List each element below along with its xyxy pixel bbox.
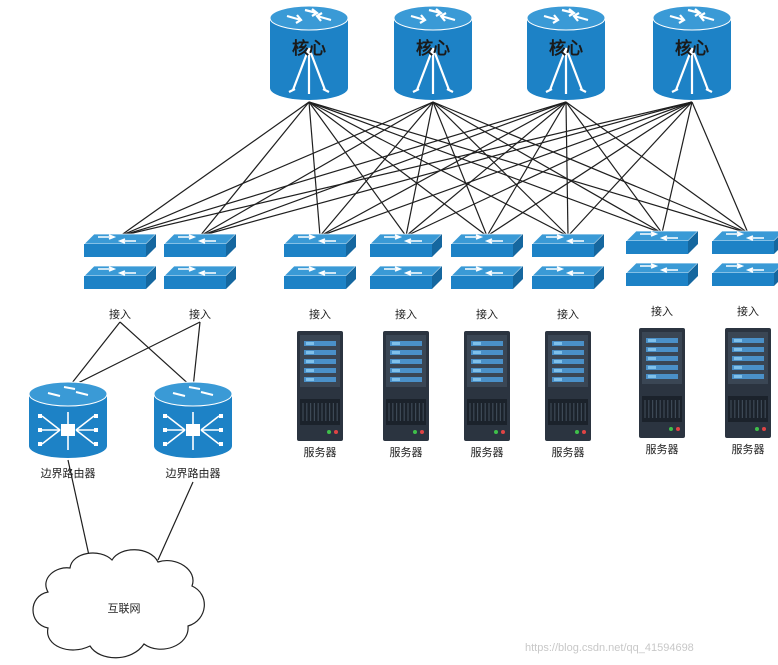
core-router: 核心 <box>652 5 732 100</box>
access-switch <box>369 233 443 289</box>
server-label: 服务器 <box>471 446 504 459</box>
server <box>464 331 510 441</box>
border-router <box>28 381 108 458</box>
core-access-link <box>432 101 488 237</box>
internet-cloud <box>32 549 205 659</box>
server <box>725 328 771 438</box>
access-label: 接入 <box>189 308 211 321</box>
core-access-link <box>567 101 693 237</box>
access-switch <box>625 230 699 286</box>
server-label: 服务器 <box>304 446 337 459</box>
core-access-link <box>308 101 407 237</box>
access-border-link <box>67 321 201 389</box>
core-access-link <box>308 101 569 237</box>
core-access-link <box>308 101 321 237</box>
core-access-link <box>486 101 567 237</box>
core-access-link <box>119 101 567 237</box>
router-arrows-icon <box>543 8 589 94</box>
router-arrows-icon <box>172 386 214 397</box>
core-access-link <box>308 101 749 234</box>
router-arrows-icon <box>286 8 332 94</box>
core-access-link <box>565 101 569 237</box>
server-label: 服务器 <box>552 446 585 459</box>
server <box>383 331 429 441</box>
core-access-link <box>199 101 693 237</box>
core-access-link <box>319 101 693 237</box>
core-access-link <box>199 101 310 237</box>
core-access-link <box>565 101 663 234</box>
access-label: 接入 <box>309 308 331 321</box>
internet-label: 互联网 <box>108 602 141 615</box>
server <box>639 328 685 438</box>
core-label: 核心 <box>675 38 709 59</box>
core-access-link <box>199 101 567 237</box>
server <box>545 331 591 441</box>
core-label: 核心 <box>416 38 450 59</box>
access-label: 接入 <box>737 305 759 318</box>
core-access-link <box>119 101 434 237</box>
core-router: 核心 <box>526 5 606 100</box>
access-switch <box>283 233 357 289</box>
core-access-link <box>308 101 488 237</box>
access-switch <box>711 230 778 286</box>
core-access-link <box>119 101 310 237</box>
access-border-link <box>67 321 121 389</box>
core-access-link <box>405 101 434 237</box>
access-switch <box>83 233 157 289</box>
access-label: 接入 <box>109 308 131 321</box>
access-label: 接入 <box>476 308 498 321</box>
core-access-link <box>405 101 693 237</box>
border-internet-link <box>67 459 91 561</box>
core-access-link <box>432 101 663 234</box>
core-access-link <box>661 101 693 234</box>
router-arrows-icon <box>669 8 715 94</box>
core-label: 核心 <box>292 38 326 59</box>
core-access-link <box>319 101 434 237</box>
core-access-link <box>432 101 749 234</box>
access-switch <box>531 233 605 289</box>
core-access-link <box>565 101 749 234</box>
core-router: 核心 <box>393 5 473 100</box>
core-access-link <box>486 101 693 237</box>
core-access-link <box>319 101 567 237</box>
core-access-link <box>691 101 749 234</box>
server-label: 服务器 <box>390 446 423 459</box>
core-access-link <box>119 101 693 237</box>
server-label: 服务器 <box>646 443 679 456</box>
access-border-link <box>192 321 201 389</box>
core-access-link <box>308 101 663 234</box>
border-router <box>153 381 233 458</box>
links-layer <box>67 101 749 561</box>
nodes-layer: 核心 核心 核心 核心 <box>28 5 778 659</box>
border-router-label: 边界路由器 <box>41 466 96 480</box>
core-router: 核心 <box>269 5 349 100</box>
access-border-link <box>119 321 194 389</box>
border-router-label: 边界路由器 <box>166 466 221 480</box>
core-access-link <box>199 101 434 237</box>
access-switch <box>450 233 524 289</box>
access-switch <box>163 233 237 289</box>
core-access-link <box>432 101 569 237</box>
server <box>297 331 343 441</box>
access-label: 接入 <box>651 305 673 318</box>
core-label: 核心 <box>549 38 583 59</box>
access-label: 接入 <box>395 308 417 321</box>
watermark-text: https://blog.csdn.net/qq_41594698 <box>525 642 694 654</box>
router-arrows-icon <box>47 386 89 397</box>
access-label: 接入 <box>557 308 579 321</box>
border-internet-link <box>157 481 194 561</box>
server-label: 服务器 <box>732 443 765 456</box>
core-access-link <box>405 101 567 237</box>
router-arrows-icon <box>410 8 456 94</box>
